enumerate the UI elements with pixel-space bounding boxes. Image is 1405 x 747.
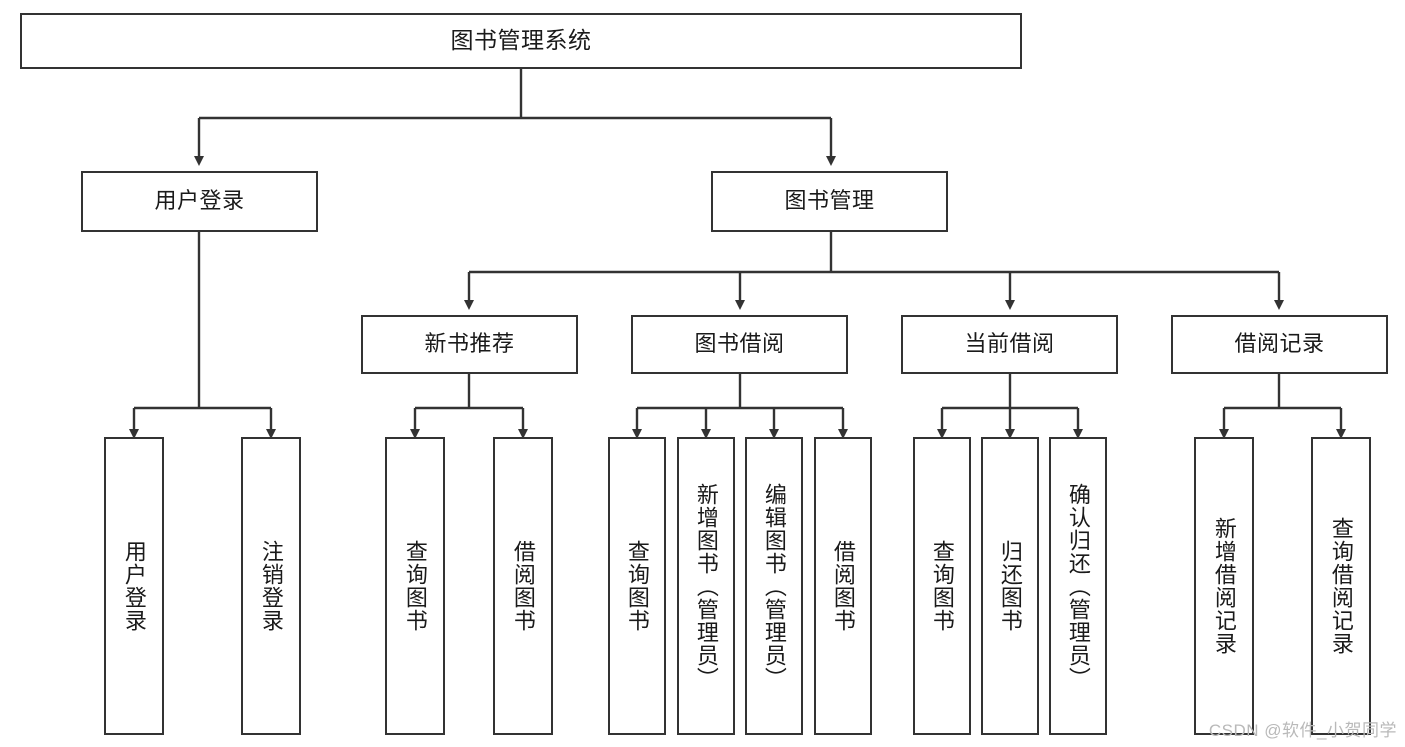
node-leaf-return-book[interactable]: 归还图书: [981, 437, 1039, 735]
node-new-book-recommend[interactable]: 新书推荐: [361, 315, 578, 374]
node-leaf-borrow-book-1[interactable]: 借阅图书: [493, 437, 553, 735]
csdn-watermark: CSDN @软件_小贺同学: [1208, 721, 1397, 740]
node-leaf-confirm-return[interactable]: 确认归还（管理员）: [1049, 437, 1107, 735]
node-book-borrow[interactable]: 图书借阅: [631, 315, 848, 374]
node-leaf-user-login[interactable]: 用户登录: [104, 437, 164, 735]
node-leaf-query-book-3[interactable]: 查询图书: [913, 437, 971, 735]
node-borrow-record[interactable]: 借阅记录: [1171, 315, 1388, 374]
node-leaf-query-record[interactable]: 查询借阅记录: [1311, 437, 1371, 735]
node-user-login[interactable]: 用户登录: [81, 171, 318, 232]
node-leaf-logout-login[interactable]: 注销登录: [241, 437, 301, 735]
node-root-system[interactable]: 图书管理系统: [20, 13, 1022, 69]
node-current-borrow[interactable]: 当前借阅: [901, 315, 1118, 374]
node-leaf-borrow-book-2[interactable]: 借阅图书: [814, 437, 872, 735]
node-leaf-add-record[interactable]: 新增借阅记录: [1194, 437, 1254, 735]
node-leaf-query-book-2[interactable]: 查询图书: [608, 437, 666, 735]
node-leaf-edit-book[interactable]: 编辑图书（管理员）: [745, 437, 803, 735]
node-leaf-query-book-1[interactable]: 查询图书: [385, 437, 445, 735]
node-book-management[interactable]: 图书管理: [711, 171, 948, 232]
node-leaf-add-book[interactable]: 新增图书（管理员）: [677, 437, 735, 735]
